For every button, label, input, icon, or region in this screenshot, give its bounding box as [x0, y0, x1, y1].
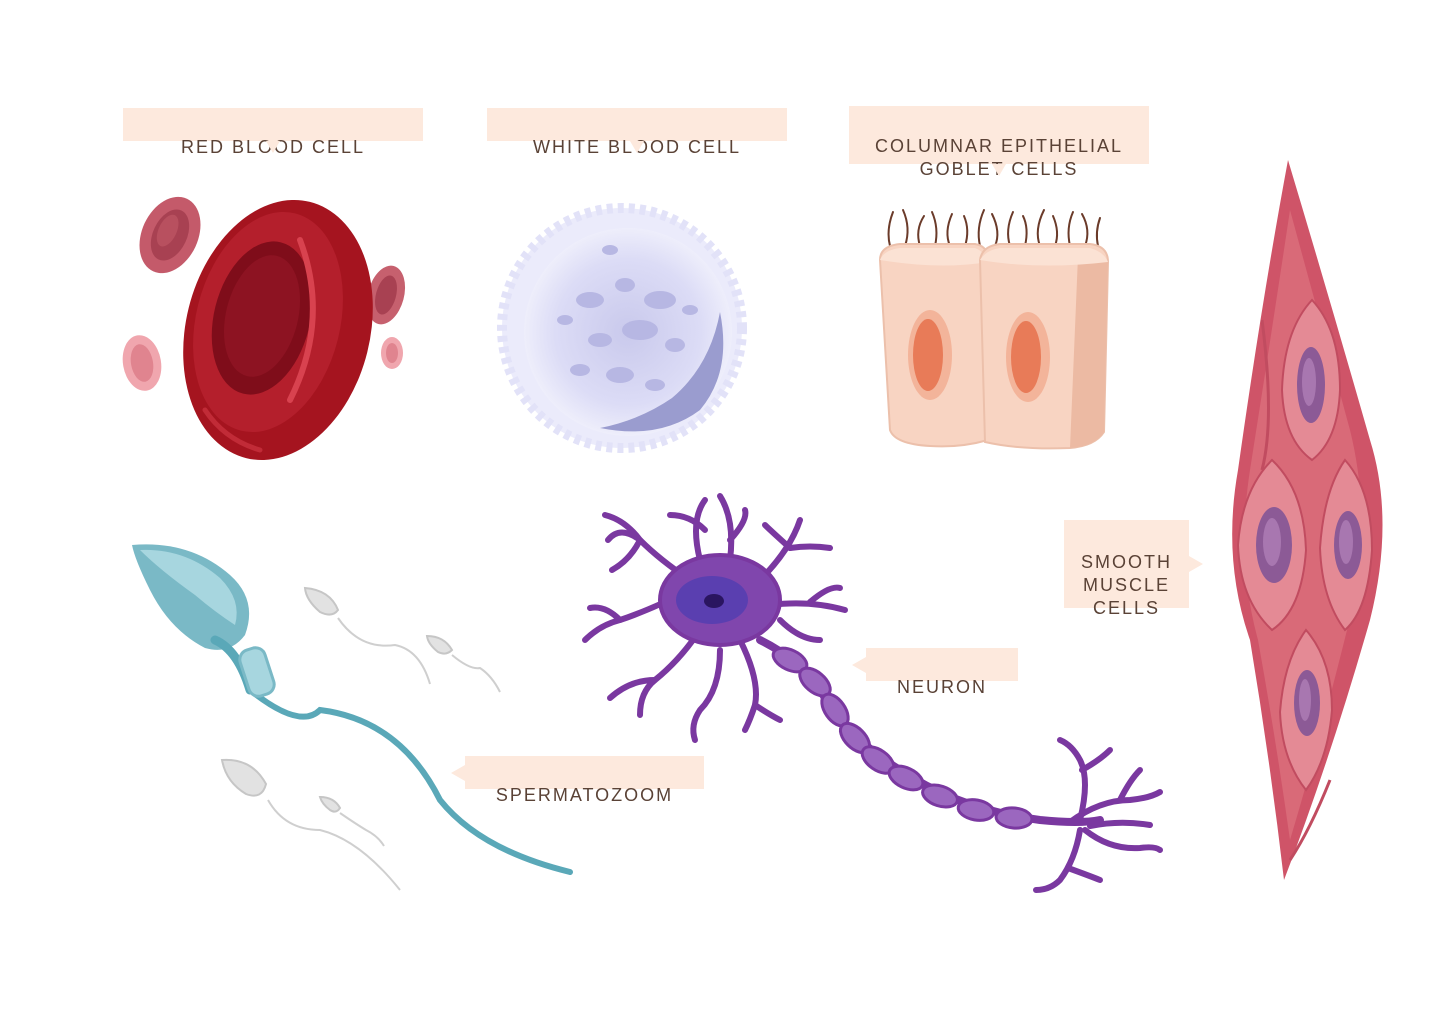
red-blood-cell-label: RED BLOOD CELL: [123, 108, 423, 157]
muscle-cell: [1280, 298, 1342, 462]
axon-terminals: [1033, 737, 1163, 893]
myelin-sheath: [771, 646, 1034, 830]
neuron-illustration: [582, 493, 1163, 893]
spermatozoom-label-text: SPERMATOZOOM: [495, 785, 674, 805]
smooth-muscle-label-text: SMOOTH MUSCLE CELLS: [1081, 552, 1172, 618]
spermatozoon-small: [318, 795, 385, 847]
small-red-blood-cell: [366, 265, 406, 325]
small-red-blood-cell: [122, 335, 162, 391]
muscle-cell: [1278, 628, 1334, 792]
spermatozoon-small: [220, 758, 401, 891]
spermatozoon-small: [303, 586, 431, 685]
muscle-cell: [1318, 458, 1374, 632]
wbc-nucleus: [600, 312, 724, 432]
spermatozoon-large: [132, 544, 573, 875]
neuron-label: NEURON: [852, 648, 1018, 697]
spermatozoon-small: [425, 634, 501, 693]
columnar-epithelial-label: COLUMNAR EPITHELIAL GOBLET CELLS: [849, 106, 1149, 179]
white-blood-cell-illustration: [497, 203, 747, 453]
dendrites: [582, 493, 848, 743]
cytoplasm-granules: [557, 245, 698, 391]
small-red-blood-cell: [381, 337, 403, 369]
large-red-blood-cell: [183, 200, 373, 460]
columnar-epithelial-illustration: [878, 209, 1110, 450]
smooth-muscle-illustration: [1232, 160, 1383, 880]
small-spermatozoa: [220, 586, 501, 891]
small-red-blood-cell: [139, 196, 201, 274]
spermatozoom-label: SPERMATOZOOM: [451, 756, 704, 805]
red-blood-cell-illustration: [122, 196, 406, 460]
muscle-cell: [1236, 458, 1308, 632]
neuron-label-text: NEURON: [896, 677, 987, 697]
smooth-muscle-label: SMOOTH MUSCLE CELLS: [1064, 520, 1203, 618]
cilia: [887, 209, 1101, 247]
white-blood-cell-label: WHITE BLOOD CELL: [487, 108, 787, 157]
columnar-epithelial-label-text: COLUMNAR EPITHELIAL GOBLET CELLS: [874, 136, 1124, 179]
